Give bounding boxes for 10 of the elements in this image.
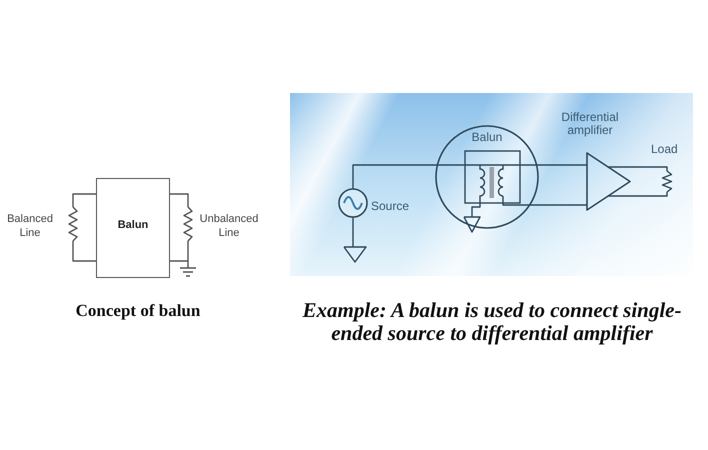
figure-caption: Example: A balun is used to connect single-ended source to differential amplifier <box>301 299 682 345</box>
balun-label: Balun <box>470 130 504 144</box>
line-label: Balanced Line <box>6 212 54 240</box>
balun-label: Balun <box>116 219 150 231</box>
line-label: Unbalanced Line <box>198 212 260 240</box>
figure-caption: Concept of balun <box>74 301 202 321</box>
amplifier-label: Differential amplifier <box>560 111 620 137</box>
source-label: Source <box>371 199 410 213</box>
balun-block <box>96 178 170 278</box>
load-label: Load <box>651 142 679 156</box>
